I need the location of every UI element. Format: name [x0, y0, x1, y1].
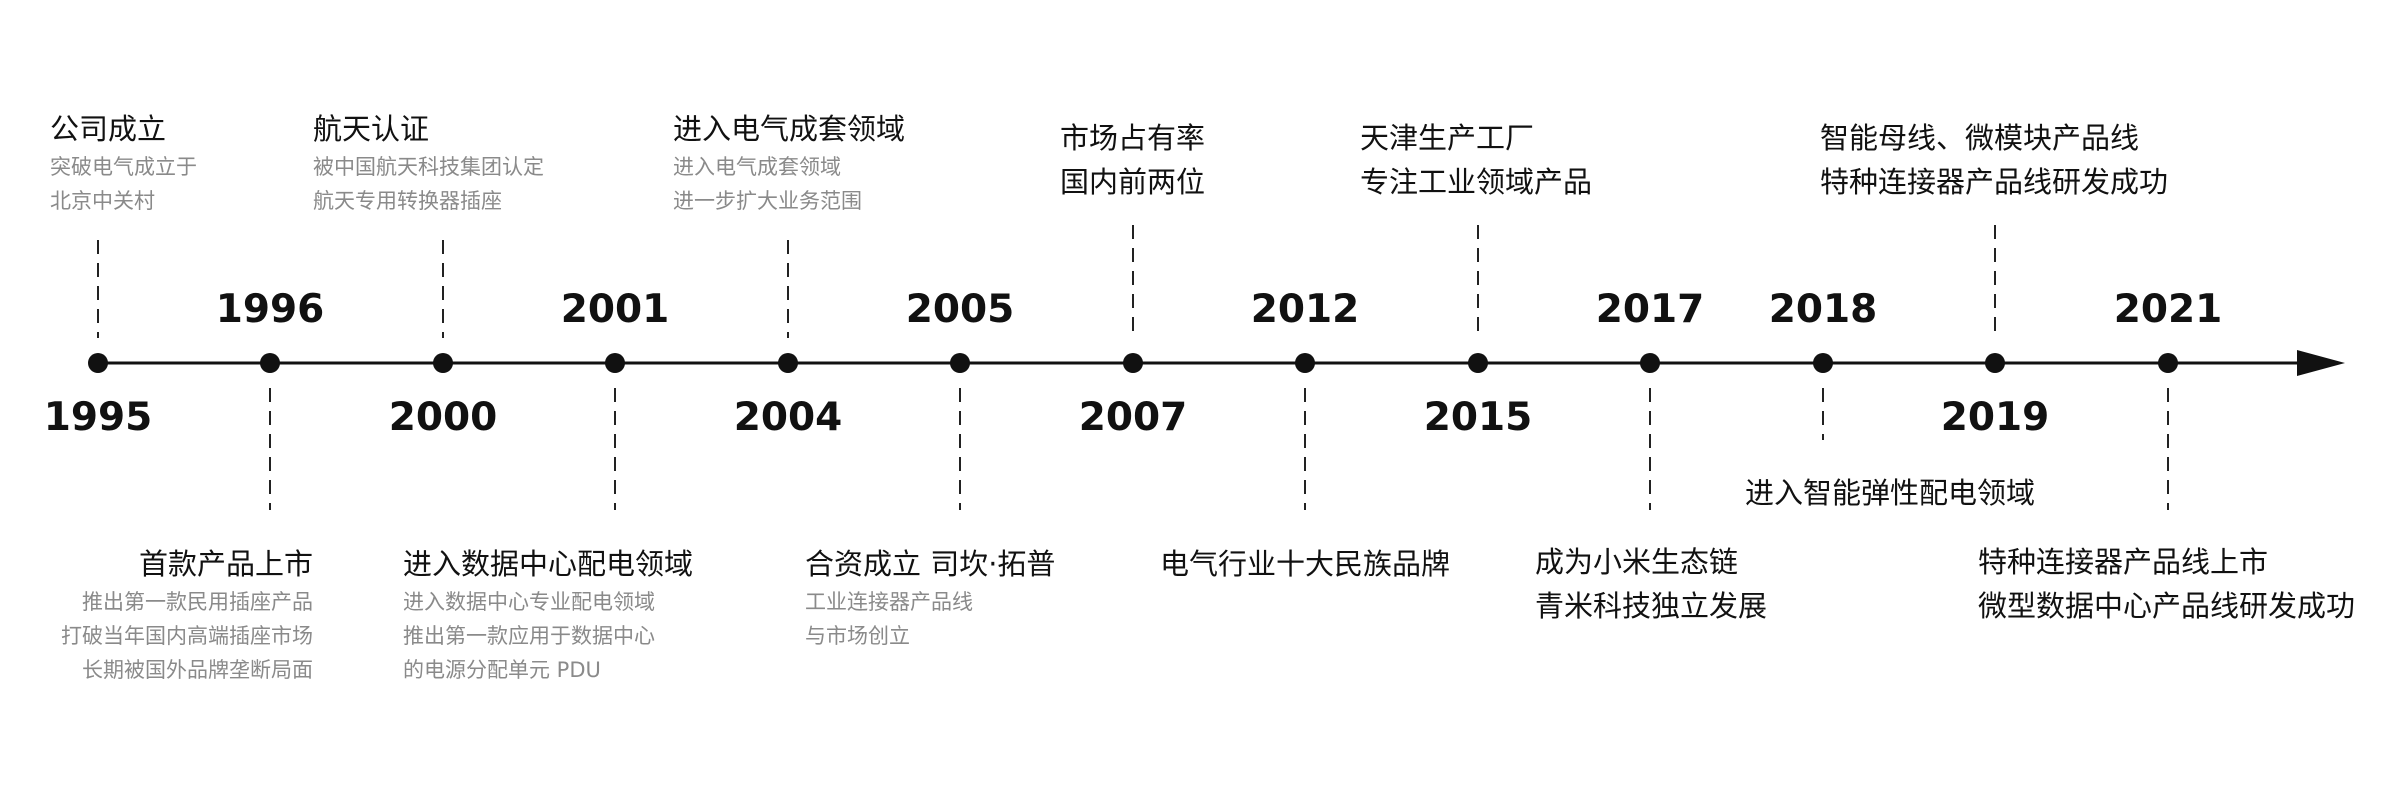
event-2012: 电气行业十大民族品牌 — [1160, 543, 1450, 585]
timeline-dot-1995 — [88, 353, 108, 373]
event-2004: 进入电气成套领域 进入电气成套领域 进一步扩大业务范围 — [673, 108, 905, 218]
event-title: 进入智能弹性配电领域 — [1744, 476, 2035, 510]
event-desc-line: 推出第一款应用于数据中心 — [403, 624, 655, 648]
year-label-2019: 2019 — [1940, 395, 2050, 440]
event-desc-line: 进一步扩大业务范围 — [673, 189, 862, 213]
event-desc-line: 进入电气成套领域 — [673, 155, 841, 179]
event-desc-line: 北京中关村 — [50, 189, 155, 213]
timeline-dot-2001 — [605, 353, 625, 373]
event-title-line: 天津生产工厂 — [1360, 121, 1535, 155]
year-label-2017: 2017 — [1595, 287, 1705, 332]
year-label-2005: 2005 — [905, 287, 1015, 332]
event-2021: 特种连接器产品线上市 微型数据中心产品线研发成功 — [1978, 540, 2355, 628]
timeline-arrow-head — [2297, 350, 2345, 376]
event-desc-line: 航天专用转换器插座 — [313, 189, 502, 213]
timeline-dot-1996 — [260, 353, 280, 373]
event-2007: 市场占有率 国内前两位 — [1060, 116, 1205, 204]
year-label-2000: 2000 — [388, 395, 498, 440]
event-title-line: 专注工业领域产品 — [1360, 165, 1593, 199]
event-2005: 合资成立 司坎·拓普 工业连接器产品线 与市场创立 — [805, 543, 1055, 653]
event-desc-line: 进入数据中心专业配电领域 — [403, 590, 655, 614]
timeline-dot-2021 — [2158, 353, 2178, 373]
event-title: 首款产品上市 — [138, 547, 313, 581]
event-desc-line: 长期被国外品牌垄断局面 — [82, 658, 313, 682]
event-title-line: 青米科技独立发展 — [1535, 589, 1768, 623]
timeline-dot-2015 — [1468, 353, 1488, 373]
event-title: 航天认证 — [313, 112, 430, 146]
event-2001: 进入数据中心配电领域 进入数据中心专业配电领域 推出第一款应用于数据中心 的电源… — [403, 543, 693, 687]
event-desc-line: 突破电气成立于 — [50, 155, 197, 179]
timeline-dot-2005 — [950, 353, 970, 373]
event-title: 公司成立 — [50, 112, 167, 146]
timeline-dot-2012 — [1295, 353, 1315, 373]
event-title: 合资成立 司坎·拓普 — [805, 547, 1056, 581]
event-title-line: 智能母线、微模块产品线 — [1820, 121, 2140, 155]
event-desc-line: 与市场创立 — [805, 624, 910, 648]
event-desc-line: 工业连接器产品线 — [805, 590, 973, 614]
event-2018: 进入智能弹性配电领域 — [1700, 472, 2080, 514]
year-label-1995: 1995 — [43, 395, 153, 440]
timeline-dots — [88, 353, 2178, 373]
year-label-2021: 2021 — [2113, 287, 2223, 332]
event-desc-line: 的电源分配单元 PDU — [403, 658, 601, 682]
event-desc-line: 被中国航天科技集团认定 — [313, 155, 544, 179]
year-label-2018: 2018 — [1768, 287, 1878, 332]
timeline-connectors — [97, 225, 2169, 510]
year-label-1996: 1996 — [215, 287, 325, 332]
event-2019: 智能母线、微模块产品线 特种连接器产品线研发成功 — [1820, 116, 2168, 204]
event-2000: 航天认证 被中国航天科技集团认定 航天专用转换器插座 — [313, 108, 544, 218]
event-title: 电气行业十大民族品牌 — [1160, 547, 1451, 581]
event-title: 进入电气成套领域 — [673, 112, 906, 146]
timeline-dot-2004 — [778, 353, 798, 373]
event-title-line: 国内前两位 — [1060, 165, 1206, 199]
year-label-2012: 2012 — [1250, 287, 1360, 332]
year-label-2001: 2001 — [560, 287, 670, 332]
event-title-line: 成为小米生态链 — [1535, 545, 1739, 579]
event-title-line: 微型数据中心产品线研发成功 — [1978, 589, 2356, 623]
timeline-dot-2019 — [1985, 353, 2005, 373]
event-1995: 公司成立 突破电气成立于 北京中关村 — [50, 108, 197, 218]
event-desc-line: 推出第一款民用插座产品 — [82, 590, 313, 614]
event-title-line: 市场占有率 — [1060, 121, 1206, 155]
timeline-dot-2000 — [433, 353, 453, 373]
event-title: 进入数据中心配电领域 — [403, 547, 694, 581]
event-desc-line: 打破当年国内高端插座市场 — [61, 624, 313, 648]
timeline-dot-2018 — [1813, 353, 1833, 373]
event-title-line: 特种连接器产品线研发成功 — [1820, 165, 2169, 199]
event-1996: 首款产品上市 推出第一款民用插座产品 打破当年国内高端插座市场 长期被国外品牌垄… — [40, 543, 313, 687]
year-label-2004: 2004 — [733, 395, 843, 440]
event-2017: 成为小米生态链 青米科技独立发展 — [1535, 540, 1767, 628]
timeline-dot-2017 — [1640, 353, 1660, 373]
year-label-2007: 2007 — [1078, 395, 1188, 440]
event-title-line: 特种连接器产品线上市 — [1978, 545, 2269, 579]
year-label-2015: 2015 — [1423, 395, 1533, 440]
timeline-dot-2007 — [1123, 353, 1143, 373]
event-2015: 天津生产工厂 专注工业领域产品 — [1360, 116, 1592, 204]
